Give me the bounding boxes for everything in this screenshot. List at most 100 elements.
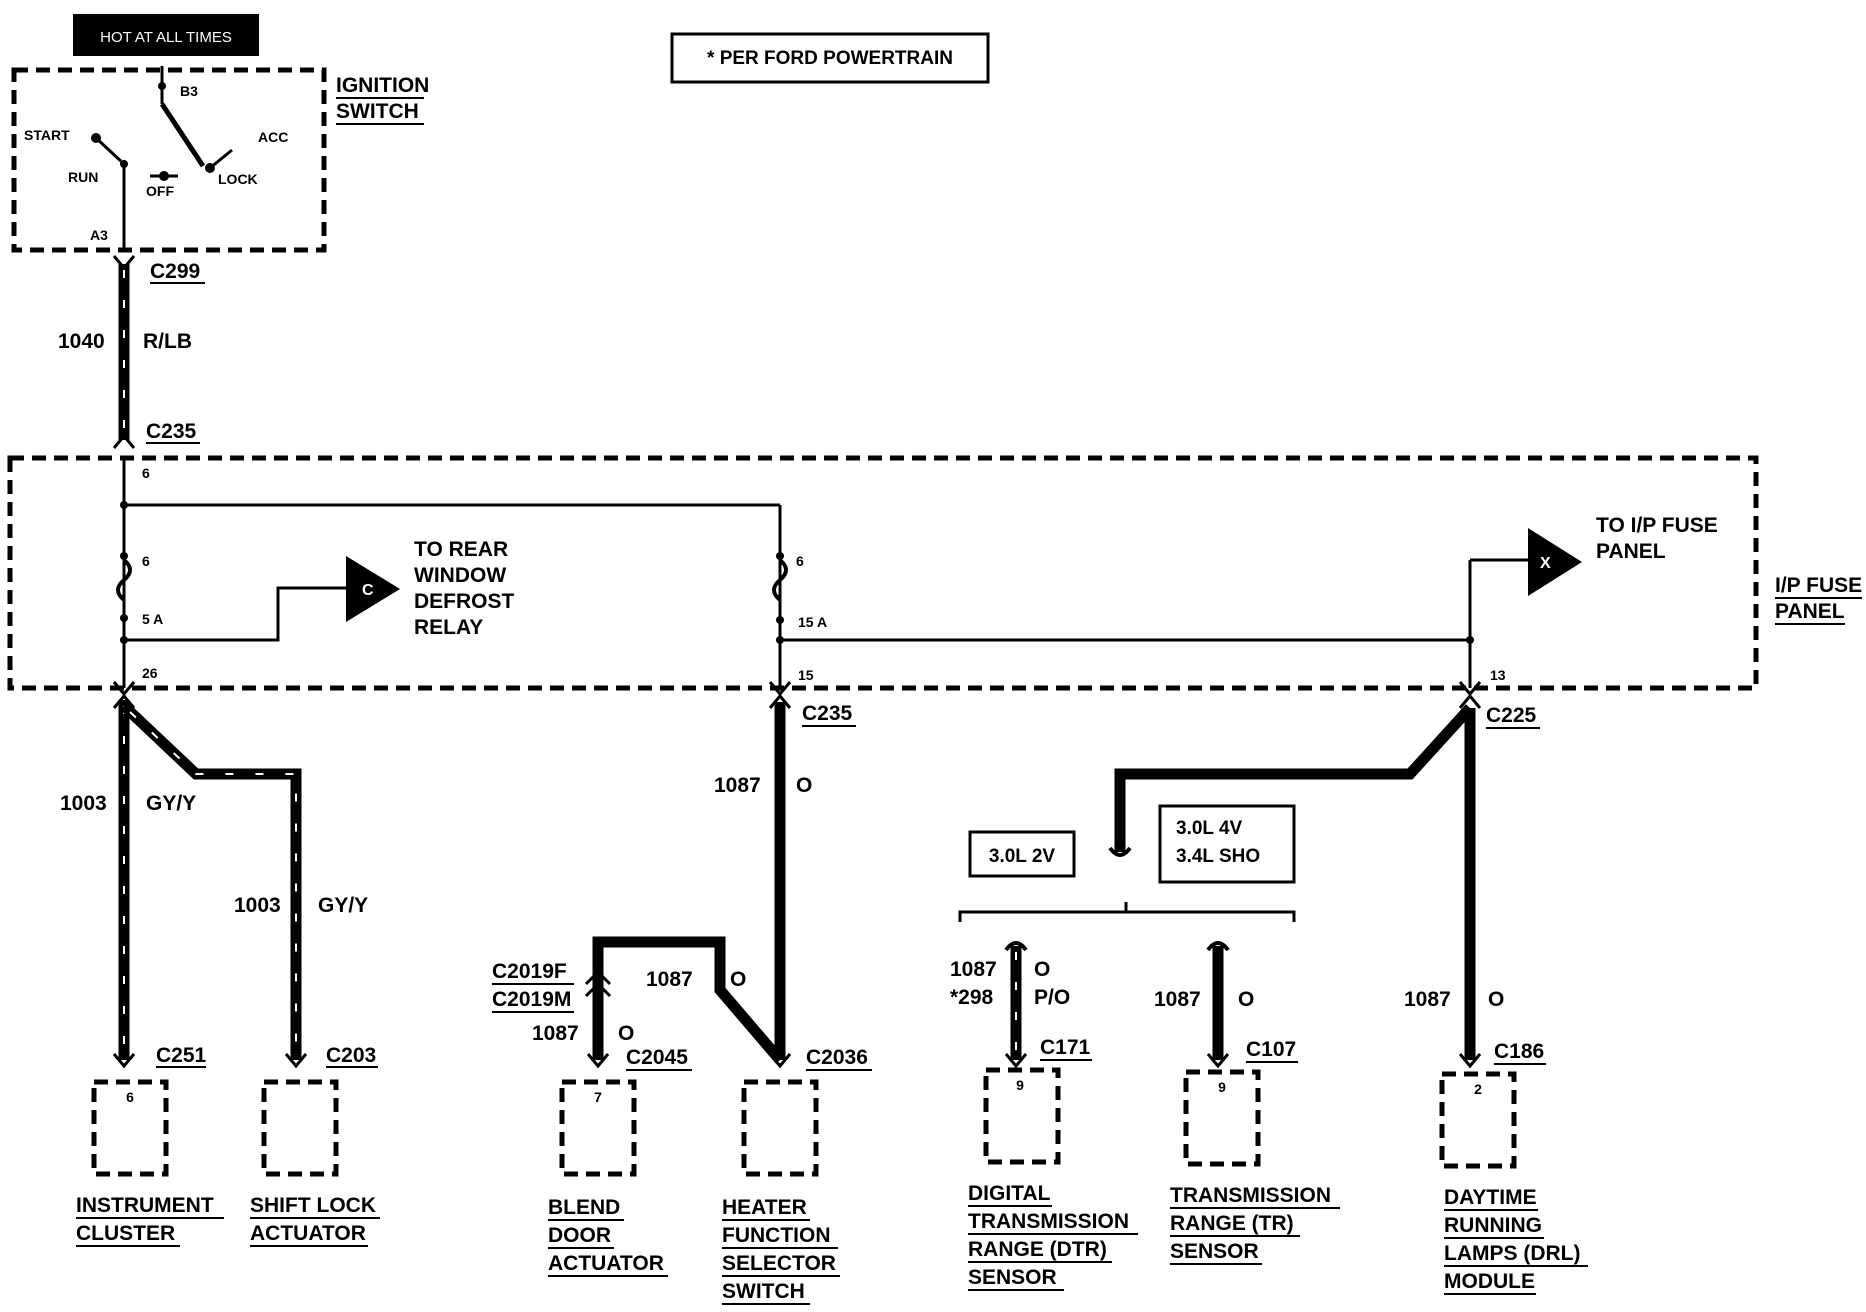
svg-text:1087: 1087 <box>646 968 693 991</box>
svg-text:6: 6 <box>126 1089 134 1105</box>
svg-text:2: 2 <box>1474 1081 1482 1097</box>
svg-text:O: O <box>1034 958 1050 981</box>
connector-c235-mid: C235 <box>802 702 853 725</box>
svg-text:6: 6 <box>796 553 804 569</box>
svg-text:RELAY: RELAY <box>414 616 483 639</box>
svg-text:O: O <box>1488 988 1504 1011</box>
connector-c171: C171 <box>1040 1036 1091 1059</box>
instrument-cluster: C251 6 INSTRUMENT CLUSTER <box>76 1044 224 1247</box>
svg-text:START: START <box>24 127 70 143</box>
svg-text:RUNNING: RUNNING <box>1444 1214 1542 1237</box>
wire-1087-transmission: C225 3.0L 2V 3.0L 4V 3.4L SHO 1087 O *29… <box>950 693 1540 1060</box>
ignition-switch: IGNITION SWITCH B3 START ACC RUN OFF LOC… <box>11 66 429 253</box>
svg-text:7: 7 <box>594 1089 602 1105</box>
svg-text:1087: 1087 <box>1154 988 1201 1011</box>
svg-text:R/LB: R/LB <box>143 330 192 353</box>
fuse-5a-icon <box>116 558 132 602</box>
svg-text:ACTUATOR: ACTUATOR <box>548 1252 664 1275</box>
option-3-0l-4v-3-4l-sho <box>1158 804 1296 884</box>
svg-text:6: 6 <box>142 465 150 481</box>
svg-text:1087: 1087 <box>532 1022 579 1045</box>
svg-text:1087: 1087 <box>1404 988 1451 1011</box>
svg-text:WINDOW: WINDOW <box>414 564 506 587</box>
svg-text:RANGE (TR): RANGE (TR) <box>1170 1212 1294 1235</box>
ip-fuse-panel-title: I/P FUSE <box>1775 574 1862 597</box>
svg-text:SWITCH: SWITCH <box>722 1280 805 1303</box>
svg-text:GY/Y: GY/Y <box>318 894 368 917</box>
connector-c203: C203 <box>326 1044 376 1067</box>
svg-text:PANEL: PANEL <box>1775 600 1845 623</box>
svg-text:ACC: ACC <box>258 129 288 145</box>
connector-c2045: C2045 <box>626 1046 688 1069</box>
svg-text:6: 6 <box>142 553 150 569</box>
svg-text:3.4L SHO: 3.4L SHO <box>1176 846 1260 867</box>
svg-text:O: O <box>730 968 746 991</box>
svg-text:15: 15 <box>798 667 814 683</box>
svg-text:5 A: 5 A <box>142 611 163 627</box>
connector-c299: C299 <box>150 260 200 283</box>
ip-fuse-panel-x-marker-icon <box>1528 528 1582 596</box>
svg-text:15 A: 15 A <box>798 614 827 630</box>
svg-text:* PER FORD POWERTRAIN: * PER FORD POWERTRAIN <box>707 48 953 69</box>
ignition-switch-title: IGNITION <box>336 74 429 97</box>
svg-text:3.0L 4V: 3.0L 4V <box>1176 818 1243 839</box>
svg-text:SELECTOR: SELECTOR <box>722 1252 836 1275</box>
connector-c2036: C2036 <box>806 1046 868 1069</box>
hot-at-all-times-label: HOT AT ALL TIMES <box>73 14 259 56</box>
svg-text:TO I/P FUSE: TO I/P FUSE <box>1596 514 1718 537</box>
svg-text:DOOR: DOOR <box>548 1224 611 1247</box>
per-ford-powertrain-note: * PER FORD POWERTRAIN <box>670 32 990 84</box>
rear-defrost-c-marker-icon <box>346 556 400 622</box>
dtr-sensor: C171 9 DIGITAL TRANSMISSION RANGE (DTR) … <box>968 1036 1138 1291</box>
tr-sensor: C107 9 TRANSMISSION RANGE (TR) SENSOR <box>1170 1038 1340 1265</box>
svg-text:1040: 1040 <box>58 330 105 353</box>
svg-text:GY/Y: GY/Y <box>146 792 196 815</box>
svg-text:ACTUATOR: ACTUATOR <box>250 1222 366 1245</box>
svg-text:SENSOR: SENSOR <box>1170 1240 1259 1263</box>
wire-1040: C299 1040 R/LB C235 <box>58 255 205 449</box>
svg-text:9: 9 <box>1218 1079 1226 1095</box>
svg-text:1003: 1003 <box>234 894 281 917</box>
svg-text:CLUSTER: CLUSTER <box>76 1222 175 1245</box>
svg-text:C: C <box>362 582 374 599</box>
drl-module: C186 2 DAYTIME RUNNING LAMPS (DRL) MODUL… <box>1439 1040 1588 1295</box>
svg-text:TRANSMISSION: TRANSMISSION <box>968 1210 1129 1233</box>
svg-text:O: O <box>796 774 812 797</box>
svg-text:9: 9 <box>1016 1077 1024 1093</box>
svg-text:1087: 1087 <box>714 774 761 797</box>
svg-text:INSTRUMENT: INSTRUMENT <box>76 1194 214 1217</box>
connector-c225: C225 <box>1486 704 1537 727</box>
heater-function-selector-switch: C2036 HEATER FUNCTION SELECTOR SWITCH <box>722 1046 872 1305</box>
connector-c107: C107 <box>1246 1038 1296 1061</box>
svg-text:P/O: P/O <box>1034 986 1070 1009</box>
svg-text:13: 13 <box>1490 667 1506 683</box>
svg-text:BLEND: BLEND <box>548 1196 620 1219</box>
ip-fuse-panel: I/P FUSE PANEL 6 6 5 A 26 6 15 A 15 13 C… <box>7 455 1862 691</box>
svg-text:TO REAR: TO REAR <box>414 538 508 561</box>
svg-text:RUN: RUN <box>68 169 98 185</box>
svg-text:O: O <box>618 1022 634 1045</box>
svg-text:3.0L 2V: 3.0L 2V <box>989 846 1056 867</box>
option-3-0l-2v <box>968 830 1076 878</box>
svg-text:DAYTIME: DAYTIME <box>1444 1186 1537 1209</box>
svg-text:DIGITAL: DIGITAL <box>968 1182 1051 1205</box>
shift-lock-actuator: C203 SHIFT LOCK ACTUATOR <box>250 1044 380 1247</box>
blend-door-actuator: C2045 7 BLEND DOOR ACTUATOR <box>548 1046 692 1277</box>
svg-text:B3: B3 <box>180 83 198 99</box>
svg-text:DEFROST: DEFROST <box>414 590 515 613</box>
svg-text:FUNCTION: FUNCTION <box>722 1224 831 1247</box>
svg-text:LOCK: LOCK <box>218 171 258 187</box>
connector-c235-top: C235 <box>146 420 197 443</box>
svg-text:A3: A3 <box>90 227 108 243</box>
svg-text:TRANSMISSION: TRANSMISSION <box>1170 1184 1331 1207</box>
svg-text:SWITCH: SWITCH <box>336 100 419 123</box>
connector-c2019m: C2019M <box>492 988 571 1011</box>
wire-1087-heater: C235 1087 O 1087 O C2019F C2019M 1087 O <box>492 693 856 1064</box>
svg-text:RANGE (DTR): RANGE (DTR) <box>968 1238 1107 1261</box>
svg-text:MODULE: MODULE <box>1444 1270 1535 1293</box>
svg-text:O: O <box>1238 988 1254 1011</box>
svg-text:*298: *298 <box>950 986 994 1009</box>
svg-text:SHIFT LOCK: SHIFT LOCK <box>250 1194 376 1217</box>
svg-text:26: 26 <box>142 665 158 681</box>
